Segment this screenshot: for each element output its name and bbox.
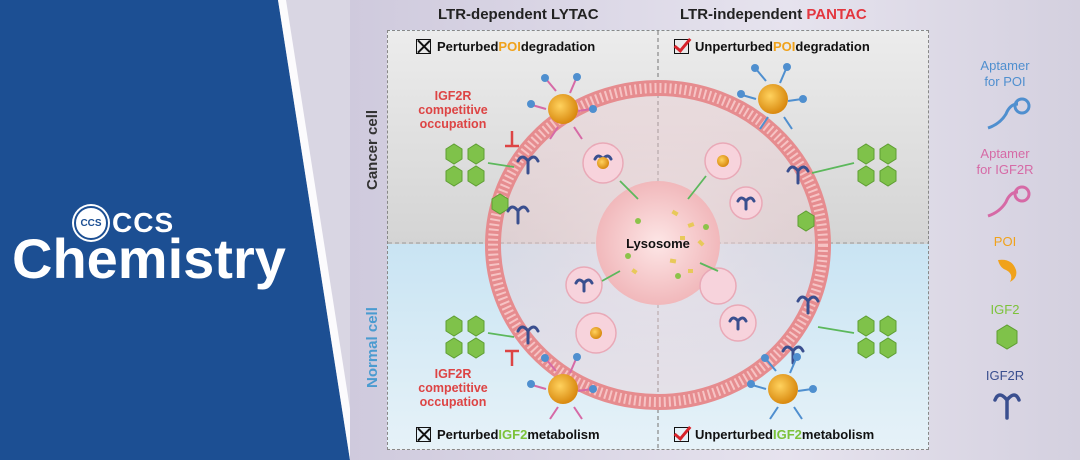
brand-panel: CCS CCS Chemistry <box>0 0 360 460</box>
igf2r-icon <box>993 393 1021 420</box>
igf2r-receptors <box>506 154 820 365</box>
lysosome-label: Lysosome <box>626 236 690 251</box>
legend-aptamer-poi-line2: for POI <box>984 74 1026 89</box>
nanoparticle-bottom-left <box>527 353 597 420</box>
igf2-molecules <box>445 143 897 359</box>
red-note-top-line3: occupation <box>419 117 487 131</box>
right-column-title: LTR-independent PANTAC <box>680 6 867 23</box>
aptamer-igf2r-icon <box>987 185 1031 218</box>
red-note-bottom-line2: competitive <box>418 381 488 395</box>
status-bottom-right-suffix: metabolism <box>801 427 875 442</box>
red-note-bottom-line1: IGF2R <box>434 367 472 381</box>
legend-poi-label: POI <box>993 234 1017 249</box>
red-note-bottom-line3: occupation <box>419 395 487 409</box>
status-bottom-right-prefix: Unperturbed <box>695 427 773 442</box>
nanoparticle-bottom-right <box>747 353 817 420</box>
status-top-left: Perturbed POI degradation <box>416 39 595 54</box>
aptamer-poi-icon <box>987 97 1031 130</box>
check-box-icon <box>674 39 689 54</box>
transport-arrows <box>487 162 855 338</box>
status-top-right-prefix: Unperturbed <box>695 39 773 54</box>
check-box-icon <box>674 427 689 442</box>
legend-igf2-label: IGF2 <box>990 302 1020 317</box>
red-note-top-line1: IGF2R <box>434 89 472 103</box>
status-bottom-left-keyword: IGF2 <box>498 427 528 442</box>
red-note-bottom: IGF2R competitive occupation <box>408 367 498 409</box>
red-note-top-line2: competitive <box>418 103 488 117</box>
brand-background <box>0 0 358 460</box>
lysosome <box>596 181 720 305</box>
right-title-prefix: LTR-independent <box>680 6 807 23</box>
igf2-icon <box>996 324 1018 350</box>
legend-aptamer-poi-line1: Aptamer <box>980 58 1030 73</box>
status-top-left-keyword: POI <box>498 39 521 54</box>
cancer-cell-label: Cancer cell <box>364 109 381 190</box>
mechanism-panel: Lysosome <box>387 30 929 450</box>
brand-logo: CCS CCS <box>74 206 174 240</box>
nanoparticle-top-left <box>527 73 597 140</box>
status-top-left-suffix: degradation <box>520 39 596 54</box>
inhibition-markers <box>505 131 519 366</box>
status-top-right: Unperturbed POI degradation <box>674 39 870 54</box>
legend-aptamer-igf2r-line2: for IGF2R <box>976 162 1034 177</box>
nanoparticle-top-right <box>737 63 807 130</box>
brand-wordmark-large: Chemistry <box>12 227 286 290</box>
cross-box-icon <box>416 427 431 442</box>
status-top-right-suffix: degradation <box>795 39 870 54</box>
degraded-fragments <box>631 209 705 275</box>
legend-aptamer-poi-label: Aptamer for POI <box>960 58 1050 90</box>
membrane-texture <box>488 83 828 407</box>
legend-aptamer-igf2r-line1: Aptamer <box>980 146 1030 161</box>
status-bottom-right-keyword: IGF2 <box>773 427 802 442</box>
status-bottom-left-prefix: Perturbed <box>437 427 499 442</box>
right-title-highlight: PANTAC <box>806 6 867 23</box>
red-note-top: IGF2R competitive occupation <box>408 89 498 131</box>
poi-icon <box>998 259 1017 282</box>
status-bottom-left: Perturbed IGF2 metabolism <box>416 427 600 442</box>
igf2-fragments <box>625 218 709 279</box>
legend-aptamer-igf2r-label: Aptamer for IGF2R <box>960 146 1050 178</box>
cross-box-icon <box>416 39 431 54</box>
status-top-right-keyword: POI <box>773 39 796 54</box>
endosome-cargo <box>590 155 729 339</box>
status-bottom-right: Unperturbed IGF2 metabolism <box>674 427 874 442</box>
mechanism-diagram: Lysosome <box>388 31 928 449</box>
normal-cell-label: Normal cell <box>364 307 381 388</box>
brand-wordmark-small: CCS <box>112 207 175 238</box>
left-column-title: LTR-dependent LYTAC <box>438 6 599 23</box>
status-top-left-prefix: Perturbed <box>437 39 499 54</box>
status-bottom-left-suffix: metabolism <box>527 427 600 442</box>
ccs-badge-icon: CCS <box>74 206 108 240</box>
legend-igf2r-label: IGF2R <box>985 368 1025 383</box>
figure-area: LTR-dependent LYTAC LTR-independent PANT… <box>350 0 1080 460</box>
